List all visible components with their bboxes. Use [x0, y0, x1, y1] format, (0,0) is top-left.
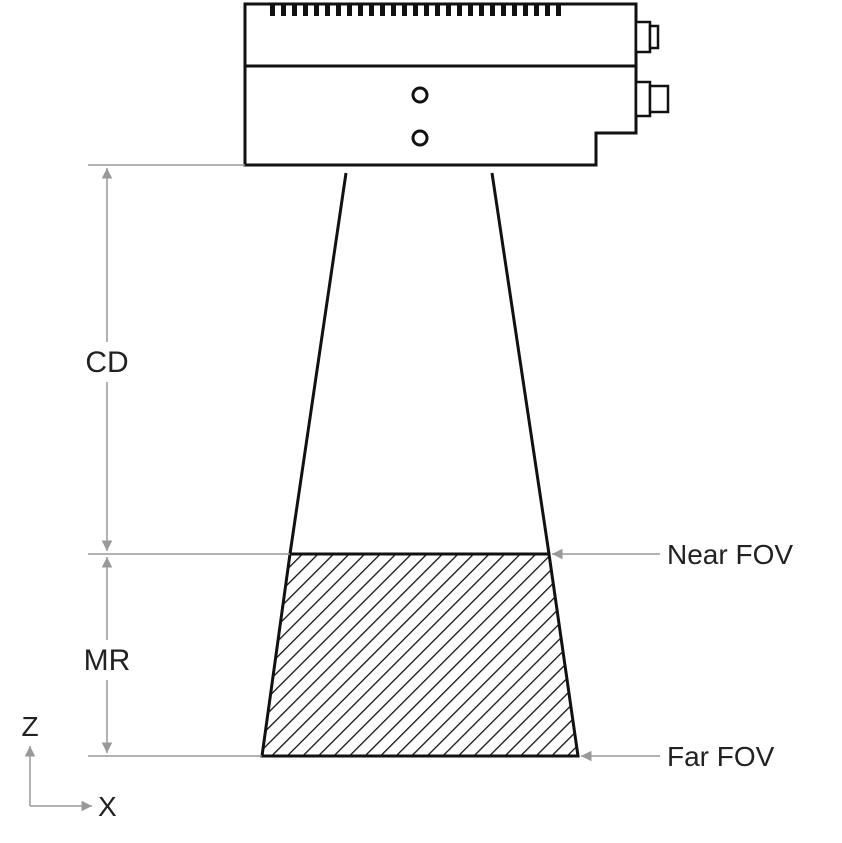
heat-sink-fin	[512, 4, 517, 16]
measurement-range-area	[260, 552, 580, 758]
heat-sink-fin	[534, 4, 539, 16]
cd-label: CD	[85, 346, 128, 379]
heat-sink-fin	[369, 4, 374, 16]
heat-sink-fin	[556, 4, 561, 16]
heat-sink-fin	[270, 4, 275, 16]
z-axis-label: Z	[21, 711, 38, 742]
heat-sink-fin	[523, 4, 528, 16]
heat-sink-fin	[490, 4, 495, 16]
heat-sink-fin	[358, 4, 363, 16]
heat-sink-fin	[303, 4, 308, 16]
heat-sink-fin	[446, 4, 451, 16]
heat-sink-fin	[545, 4, 550, 16]
heat-sink-fin	[468, 4, 473, 16]
mount-hole-top	[411, 86, 429, 104]
fov-left-edge	[288, 172, 348, 555]
mr-label: MR	[84, 644, 131, 677]
heat-sink-fin	[479, 4, 484, 16]
x-axis-label: X	[98, 791, 117, 822]
near-fov-label: Near FOV	[667, 539, 793, 570]
heat-sink-fin	[281, 4, 286, 16]
heat-sink-fin	[413, 4, 418, 16]
heat-sink-fins	[270, 4, 561, 16]
heat-sink-fin	[457, 4, 462, 16]
fov-right-edge	[490, 172, 551, 555]
far-fov-label: Far FOV	[667, 741, 775, 772]
heat-sink-fin	[336, 4, 341, 16]
camera-body-icon	[243, 2, 638, 167]
heat-sink-fin	[435, 4, 440, 16]
heat-sink-fin	[424, 4, 429, 16]
mount-hole-bottom	[411, 129, 429, 147]
mr-label-bg	[76, 640, 138, 680]
heat-sink-fin	[391, 4, 396, 16]
axis-indicator: Z X	[21, 711, 117, 822]
cd-label-bg	[76, 342, 138, 382]
heat-sink-fin	[402, 4, 407, 16]
connector-icon	[634, 20, 670, 118]
heat-sink-fin	[501, 4, 506, 16]
heat-sink-fin	[380, 4, 385, 16]
heat-sink-fin	[347, 4, 352, 16]
heat-sink-fin	[314, 4, 319, 16]
heat-sink-fin	[292, 4, 297, 16]
heat-sink-fin	[325, 4, 330, 16]
